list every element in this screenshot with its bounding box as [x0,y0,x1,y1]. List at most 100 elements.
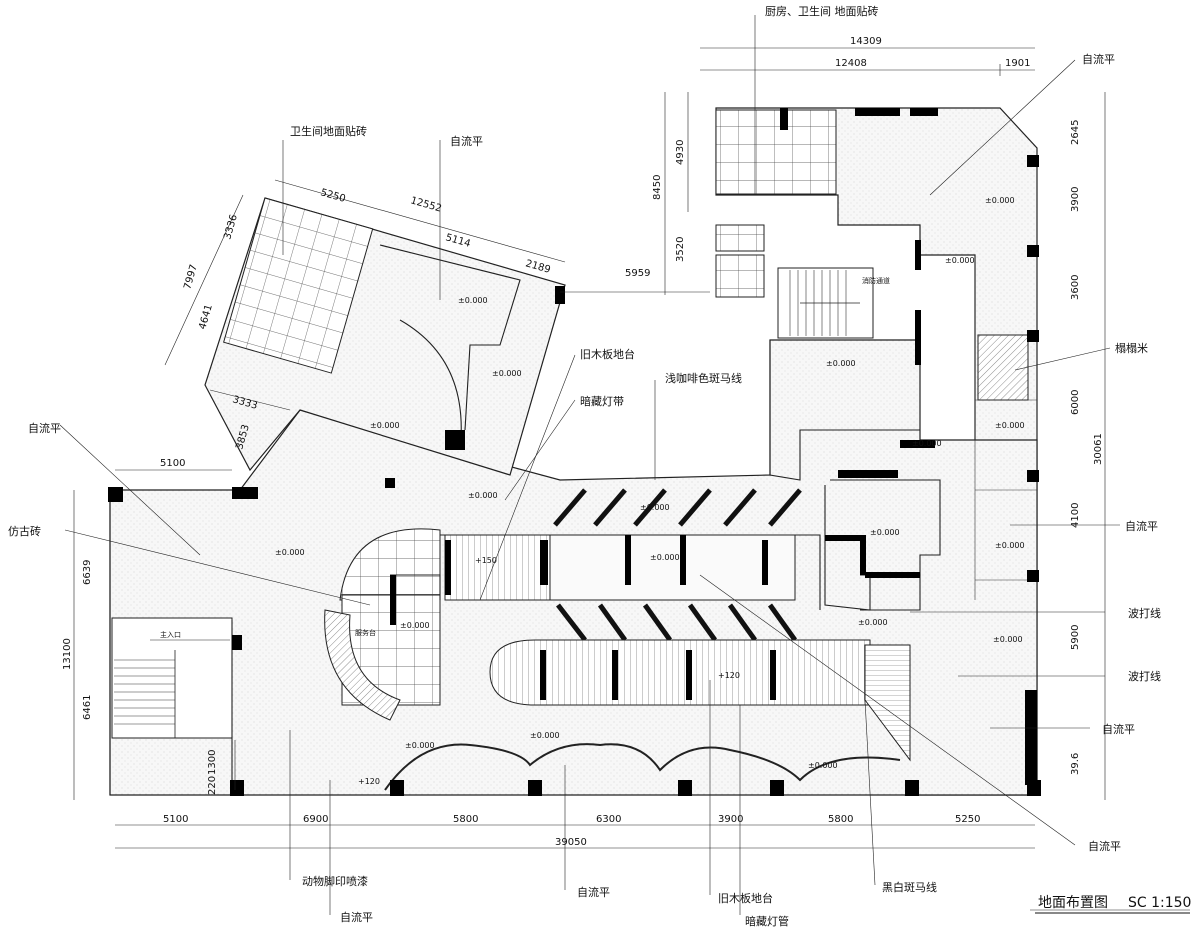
dim-upper-a: 8450 [652,175,663,200]
label-zebra-bw: 黑白斑马线 [882,880,937,894]
toilet-tile-grid [223,197,374,374]
label-old-wood-bottom: 旧木板地台 [718,891,773,905]
label-self-level-2: 自流平 [1082,52,1115,66]
label-old-wood-top: 旧木板地台 [580,347,635,361]
label-kitchen-tile: 厨房、卫生间 地面贴砖 [765,4,879,18]
dim-left-4: 220 [207,776,218,795]
level-mark: ±0.000 [458,296,488,305]
label-self-level-1: 自流平 [450,134,483,148]
label-main-entrance: 主入口 [160,630,181,639]
level-mark: +120 [718,671,740,680]
dim-bottom-6: 5800 [828,814,853,825]
label-hidden-tube: 暗藏灯管 [745,914,789,928]
wood-platform-top [444,534,551,601]
label-wave-1: 波打线 [1128,606,1161,620]
dim-bottom-7: 5250 [955,814,980,825]
level-mark: ±0.000 [826,359,856,368]
drawing-title: 地面布置图 [1038,895,1108,911]
level-mark: +120 [358,777,380,786]
level-mark: ±0.000 [808,761,838,770]
level-mark: ±0.000 [993,635,1023,644]
dim-right-3: 3600 [1070,275,1081,300]
left-wing-divider [379,244,521,431]
dim-left-wing-g: 4641 [197,303,215,330]
label-self-level-5: 自流平 [1102,722,1135,736]
dim-right-2: 3900 [1070,187,1081,212]
dim-left-wing-a: 5250 [319,187,346,205]
dim-right-7: 39.6 [1070,753,1081,775]
level-mark: ±0.000 [858,618,888,627]
dim-upper-c: 3520 [675,237,686,262]
right-room-3 [769,340,920,481]
label-hidden-light: 暗藏灯带 [580,394,624,408]
right-wall-inner [974,255,1037,600]
dim-bottom-3: 5800 [453,814,478,825]
level-mark: ±0.000 [400,621,430,630]
dim-left-top: 5100 [160,458,185,469]
level-mark: ±0.000 [370,421,400,430]
label-self-level-4: 自流平 [1125,519,1158,533]
left-wing-curve [399,319,462,451]
level-mark: ±0.000 [912,439,942,448]
dim-left-wing-d: 2189 [524,258,551,276]
dim-top-b: 1901 [1005,58,1030,69]
dim-bottom-4: 6300 [596,814,621,825]
wave-line-curve [384,743,901,791]
dim-right-total: 30061 [1093,433,1104,465]
dim-left-wing-c: 5114 [444,232,471,250]
kitchen-tile-grid [715,109,837,195]
tatami-area [977,334,1029,401]
dim-right-4: 6000 [1070,390,1081,415]
stair-fire-channel [777,267,874,339]
label-self-level-8: 自流平 [577,885,610,899]
dim-left-2: 6461 [82,695,93,720]
level-mark: ±0.000 [945,256,975,265]
dim-top-total: 14309 [850,36,882,47]
kitchen-tile-grid-3 [715,254,765,298]
level-mark: ±0.000 [468,491,498,500]
dim-bottom-1: 5100 [163,814,188,825]
label-antique-tile: 仿古砖 [8,524,41,538]
dim-left-1: 6639 [82,560,93,585]
dim-left-wing-f: 7997 [182,263,200,290]
dimension-lines [73,47,1106,849]
drawing-scale: SC 1:150 [1128,895,1191,911]
label-self-level-6: 自流平 [1088,839,1121,853]
label-tatami: 榻榻米 [1115,341,1148,355]
level-mark: ±0.000 [995,541,1025,550]
corridor-box [549,534,796,601]
dim-top-a: 12408 [835,58,867,69]
wood-platform-bottom [489,639,871,706]
label-animal-print: 动物脚印喷漆 [302,874,368,888]
label-zebra-coffee: 浅咖啡色斑马线 [665,371,742,385]
level-mark: ±0.000 [530,731,560,740]
dim-bottom-5: 3900 [718,814,743,825]
level-mark: ±0.000 [995,421,1025,430]
zebra-bw [864,644,911,762]
structural-columns [108,108,1041,796]
level-mark: ±0.000 [650,553,680,562]
leader-lines [59,15,1190,915]
level-mark: ±0.000 [640,503,670,512]
level-mark: ±0.000 [985,196,1015,205]
dim-bottom-total: 39050 [555,837,587,848]
zebra-row-bottom [556,603,798,642]
level-mark: ±0.000 [492,369,522,378]
label-toilet-tile: 卫生间地面贴砖 [290,124,367,138]
level-mark: +150 [475,556,497,565]
dim-left-total: 13100 [62,638,73,670]
label-fire-channel: 消防通道 [862,276,890,285]
dim-right-1: 2645 [1070,120,1081,145]
label-self-level-3: 自流平 [28,421,61,435]
dim-bottom-2: 6900 [303,814,328,825]
dim-gap: 5959 [625,268,650,279]
dim-left-wing-b: 12552 [409,195,443,214]
dim-right-6: 5900 [1070,625,1081,650]
dim-left-3: 1300 [207,750,218,775]
kitchen-tile-grid-2 [715,224,765,252]
label-service-desk: 服务台 [355,628,376,637]
dim-left-wing-e: 3336 [222,213,240,240]
level-mark: ±0.000 [870,528,900,537]
level-mark: ±0.000 [405,741,435,750]
